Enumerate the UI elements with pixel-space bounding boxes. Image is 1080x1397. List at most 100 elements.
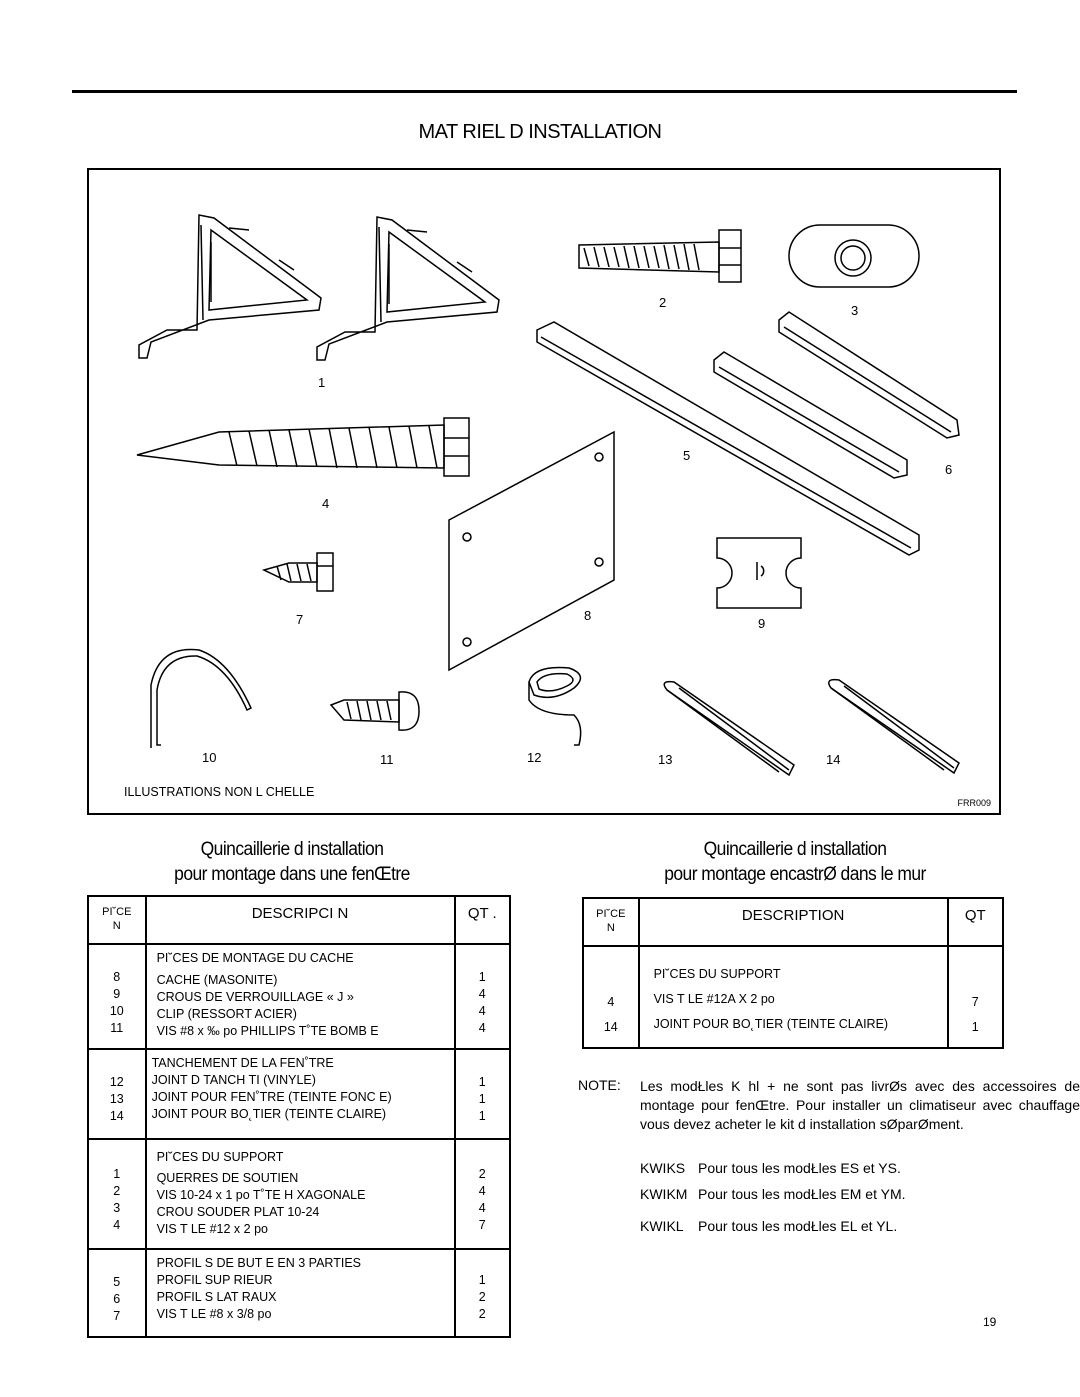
window-hardware-heading: Quincaillerie d installation pour montag… bbox=[126, 837, 457, 887]
page-title: MAT RIEL D INSTALLATION bbox=[418, 121, 663, 143]
item-number: 14 bbox=[109, 1109, 124, 1123]
window-hardware-heading-line1: Quincaillerie d installation bbox=[200, 839, 384, 860]
item-qty: 7 bbox=[478, 1218, 486, 1232]
callout-8: 8 bbox=[584, 608, 592, 623]
kit-line: KWIKM Pour tous les modŁles EM et YM. bbox=[640, 1186, 906, 1202]
callout-4: 4 bbox=[322, 496, 330, 511]
item-description: JOINT D TANCH TI (VINYLE) bbox=[151, 1073, 316, 1087]
top-rule bbox=[72, 90, 1017, 93]
spring-clip-drawing bbox=[150, 648, 252, 748]
item-number: 5 bbox=[113, 1275, 121, 1289]
col-description-header: DESCRIPCI N bbox=[144, 896, 456, 945]
item-number: 14 bbox=[603, 1020, 618, 1034]
item-number: 8 bbox=[113, 970, 121, 984]
figure-caption: ILLUSTRATIONS NON L CHELLE bbox=[124, 785, 315, 799]
window-parts-table: PI˘CE N DESCRIPCI N QT . 8 9 10 11 PI˘CE… bbox=[87, 895, 512, 1338]
kit-description: Pour tous les modŁles EM et YM. bbox=[698, 1186, 906, 1202]
item-description: VIS T LE #8 x 3/8 po bbox=[156, 1307, 272, 1321]
item-description: CLIP (RESSORT ACIER) bbox=[156, 1007, 297, 1021]
table-group: 4 14 PI˘CES DU SUPPORT VIS T LE #12A X 2… bbox=[582, 946, 1005, 1048]
callout-5: 5 bbox=[683, 448, 691, 463]
item-description: CROU SOUDER PLAT 10-24 bbox=[156, 1205, 320, 1219]
group-title: PI˘CES DE MONTAGE DU CACHE bbox=[156, 951, 354, 965]
item-qty: 1 bbox=[478, 1092, 486, 1106]
group-title: PI˘CES DU SUPPORT bbox=[653, 967, 781, 981]
table-group: 8 9 10 11 PI˘CES DE MONTAGE DU CACHE CAC… bbox=[87, 944, 512, 1050]
kit-description: Pour tous les modŁles EL et YL. bbox=[698, 1218, 898, 1234]
piece-n-label: N bbox=[606, 922, 615, 934]
item-description: VIS T LE #12A X 2 po bbox=[653, 992, 775, 1006]
col-qty-header: QT bbox=[946, 898, 1005, 947]
support-bracket-drawing-2 bbox=[316, 216, 500, 361]
piece-label: PI˘CE bbox=[596, 908, 626, 920]
wall-hardware-heading-line1: Quincaillerie d installation bbox=[703, 839, 887, 860]
item-number: 2 bbox=[113, 1184, 121, 1198]
item-description: QUERRES DE SOUTIEN bbox=[156, 1171, 299, 1185]
item-qty: 4 bbox=[478, 987, 486, 1001]
item-qty: 4 bbox=[478, 1201, 486, 1215]
col-qty-header: QT . bbox=[453, 896, 512, 945]
j-clip-drawing bbox=[716, 537, 802, 609]
small-hex-screw-drawing bbox=[261, 552, 334, 592]
item-description: JOINT POUR FEN˚TRE (TEINTE FONC E) bbox=[151, 1090, 392, 1104]
item-description: JOINT POUR BO˛TIER (TEINTE CLAIRE) bbox=[151, 1107, 387, 1121]
col-piece-header: PI˘CE N bbox=[87, 896, 147, 945]
item-qty: 2 bbox=[478, 1167, 486, 1181]
item-number: 4 bbox=[607, 995, 615, 1009]
item-qty: 4 bbox=[478, 1021, 486, 1035]
wall-parts-table: PI˘CE N DESCRIPTION QT 4 14 PI˘CES DU SU… bbox=[582, 897, 1005, 1049]
callout-9: 9 bbox=[758, 616, 766, 631]
item-description: CACHE (MASONITE) bbox=[156, 973, 278, 987]
item-qty: 1 bbox=[478, 1109, 486, 1123]
item-qty: 1 bbox=[478, 970, 486, 984]
callout-14: 14 bbox=[826, 752, 841, 767]
wall-hardware-heading: Quincaillerie d installation pour montag… bbox=[629, 837, 960, 887]
item-description: VIS #8 x ‰ po PHILLIPS T˚TE BOMB E bbox=[156, 1024, 379, 1038]
item-description: JOINT POUR BO˛TIER (TEINTE CLAIRE) bbox=[653, 1017, 889, 1031]
item-qty: 4 bbox=[478, 1184, 486, 1198]
item-qty: 2 bbox=[478, 1290, 486, 1304]
oval-washer-drawing bbox=[788, 224, 920, 288]
wall-hardware-heading-line2: pour montage encastrØ dans le mur bbox=[664, 864, 926, 885]
callout-7: 7 bbox=[296, 612, 304, 627]
kit-code: KWIKM bbox=[640, 1186, 688, 1202]
note-label: NOTE: bbox=[578, 1077, 621, 1093]
kit-code: KWIKS bbox=[640, 1160, 686, 1176]
top-profile-drawing bbox=[536, 321, 920, 556]
item-description: PROFIL S LAT RAUX bbox=[156, 1290, 277, 1304]
item-qty: 7 bbox=[971, 995, 979, 1009]
callout-13: 13 bbox=[658, 752, 673, 767]
item-number: 3 bbox=[113, 1201, 121, 1215]
item-number: 10 bbox=[109, 1004, 124, 1018]
support-bracket-drawing bbox=[138, 214, 322, 359]
callout-3: 3 bbox=[851, 303, 859, 318]
page-number: 19 bbox=[983, 1315, 997, 1329]
callout-10: 10 bbox=[202, 750, 217, 765]
piece-n-label: N bbox=[112, 920, 121, 932]
hex-bolt-drawing bbox=[578, 229, 742, 283]
kit-code: KWIKL bbox=[640, 1218, 684, 1234]
item-number: 9 bbox=[113, 987, 121, 1001]
item-number: 6 bbox=[113, 1292, 121, 1306]
item-description: PROFIL SUP RIEUR bbox=[156, 1273, 273, 1287]
item-qty: 1 bbox=[971, 1020, 979, 1034]
item-qty: 4 bbox=[478, 1004, 486, 1018]
table-group: 1 2 3 4 PI˘CES DU SUPPORT QUERRES DE SOU… bbox=[87, 1139, 512, 1250]
item-description: CROUS DE VERROUILLAGE « J » bbox=[156, 990, 354, 1004]
item-number: 12 bbox=[109, 1075, 124, 1089]
group-title: PROFIL S DE BUT E EN 3 PARTIES bbox=[156, 1256, 362, 1270]
item-qty: 2 bbox=[478, 1307, 486, 1321]
hardware-figure: 1 2 3 4 5 6 7 8 9 10 11 12 13 14 ILLUSTR… bbox=[87, 168, 1001, 815]
lag-screw-drawing bbox=[136, 417, 470, 477]
phillips-screw-drawing bbox=[329, 691, 420, 731]
table-group: 12 13 14 TANCHEMENT DE LA FEN˚TRE JOINT … bbox=[87, 1049, 512, 1140]
group-title: PI˘CES DU SUPPORT bbox=[156, 1150, 284, 1164]
figure-code: FRR009 bbox=[957, 798, 991, 808]
callout-12: 12 bbox=[527, 750, 542, 765]
piece-label: PI˘CE bbox=[102, 906, 132, 918]
masonite-plate-drawing bbox=[448, 430, 615, 672]
foam-seal-drawing-2 bbox=[828, 678, 960, 775]
callout-11: 11 bbox=[380, 752, 394, 767]
group-title: TANCHEMENT DE LA FEN˚TRE bbox=[151, 1056, 334, 1070]
